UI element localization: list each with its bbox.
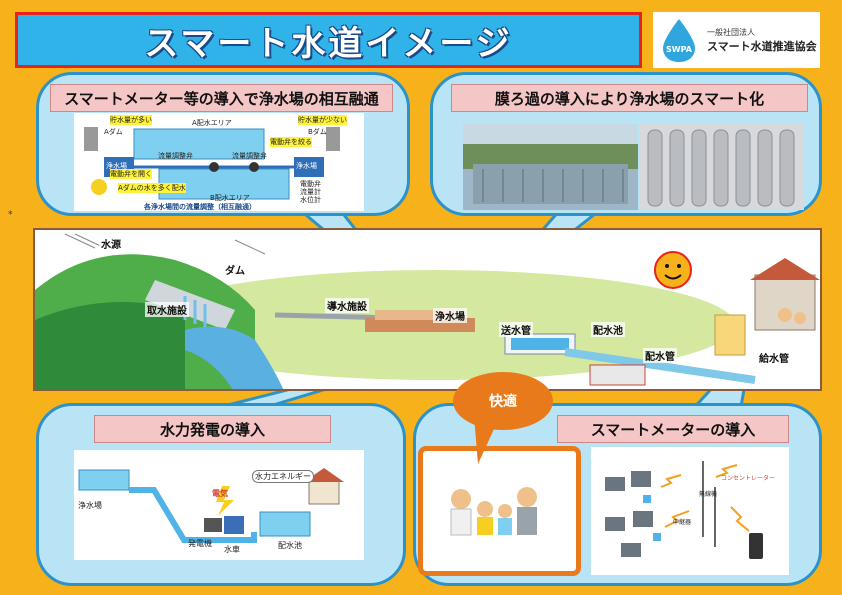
logo-abbr: SWPA bbox=[666, 45, 693, 54]
scene-source-label: 水源 bbox=[99, 236, 123, 251]
hydro-reservoir-text: 配水池 bbox=[278, 541, 302, 550]
a-dam-text: Aダム bbox=[104, 128, 123, 136]
legend3-text: 水位計 bbox=[300, 196, 321, 204]
scene-distribution-label: 配水管 bbox=[643, 348, 677, 363]
scene-art bbox=[35, 233, 820, 389]
water-drop-icon: SWPA bbox=[663, 19, 695, 62]
mutual-accommodation-label: スマートメーター等の導入で浄水場の相互融通 bbox=[50, 84, 393, 112]
hydro-turbine-text: 水車 bbox=[224, 545, 240, 554]
low-b-text: 貯水量が少ない bbox=[298, 115, 347, 125]
mutual-accommodation-diagram: 貯水量が多い 貯水量が少ない Aダム Bダム A配水エリア B配水エリア 浄水場… bbox=[74, 113, 364, 211]
scene-dam-label: ダム bbox=[223, 262, 247, 277]
hydro-diagram-art bbox=[78, 468, 344, 543]
asterisk-mark: * bbox=[8, 210, 13, 220]
water-system-scene: 水源 ダム 取水施設 導水施設 浄水場 送水管 配水池 配水管 給水管 bbox=[33, 228, 822, 391]
swpa-logo: SWPA 一般社団法人 スマート水道推進協会 bbox=[653, 12, 820, 68]
scene-plant-label: 浄水場 bbox=[433, 308, 467, 323]
smart-meter-label: スマートメーターの導入 bbox=[557, 415, 789, 443]
plant-b-text: 浄水場 bbox=[296, 162, 317, 170]
hydropower-label: 水力発電の導入 bbox=[94, 415, 331, 443]
family-illustration bbox=[450, 487, 537, 536]
comfort-text: 快適 bbox=[489, 394, 517, 410]
hydro-electric-text: 電気 bbox=[212, 489, 228, 498]
valve-open-text: 電動弁を開く bbox=[110, 169, 152, 179]
scene-supply-label: 給水管 bbox=[757, 350, 791, 365]
low-a-text: 貯水量が多い bbox=[110, 115, 152, 125]
valve-close-text: 電動弁を絞る bbox=[270, 137, 312, 147]
comfort-bubble: 快適 bbox=[453, 372, 553, 430]
membrane-modules-photo bbox=[640, 124, 804, 210]
scene-conveyance-label: 導水施設 bbox=[325, 298, 369, 313]
smart-meter-diagram: コンセントレーター 無線機 中継器 bbox=[591, 447, 789, 575]
area-a-text: A配水エリア bbox=[192, 119, 232, 127]
membrane-filtration-label: 膜ろ過の導入により浄水場のスマート化 bbox=[451, 84, 808, 112]
meter-relay1-text: 無線機 bbox=[699, 491, 718, 498]
hydro-energy-text: 水力エネルギー bbox=[252, 470, 314, 483]
hydro-generator-text: 発電機 bbox=[188, 539, 212, 548]
meter-relay2-text: 中継器 bbox=[673, 519, 692, 526]
hydropower-diagram: 浄水場 水力エネルギー 電気 発電機 水車 配水池 bbox=[74, 450, 364, 560]
comfort-family-frame bbox=[418, 446, 581, 576]
meter2-text: 流量調整弁 bbox=[232, 152, 267, 160]
scene-reservoir-label: 配水池 bbox=[591, 322, 625, 337]
meter1-text: 流量調整弁 bbox=[158, 152, 193, 160]
page-title: スマート水道イメージ bbox=[144, 23, 513, 64]
meter-concentrator-text: コンセントレーター bbox=[721, 475, 776, 482]
area-b-text: B配水エリア bbox=[210, 194, 250, 202]
legend2-text: 流量計 bbox=[300, 188, 321, 196]
scene-intake-label: 取水施設 bbox=[145, 302, 189, 317]
title-banner: スマート水道イメージ bbox=[15, 12, 642, 68]
hydro-plant-text: 浄水場 bbox=[78, 501, 102, 510]
plant-a-text: 浄水場 bbox=[106, 162, 127, 170]
legend1-text: 電動弁 bbox=[300, 180, 321, 188]
more-water-text: Aダムの水を多く配水 bbox=[118, 183, 186, 193]
logo-org-type: 一般社団法人 bbox=[707, 27, 755, 37]
meter-diagram-art bbox=[605, 461, 763, 559]
b-dam-text: Bダム bbox=[308, 128, 327, 136]
mutual-caption: 各浄水場間の流量調整（相互融通） bbox=[144, 203, 256, 211]
membrane-plant-photo bbox=[463, 124, 638, 210]
mutual-diagram-art bbox=[84, 127, 340, 200]
logo-org-name: スマート水道推進協会 bbox=[707, 39, 817, 53]
scene-transmission-label: 送水管 bbox=[499, 322, 533, 337]
